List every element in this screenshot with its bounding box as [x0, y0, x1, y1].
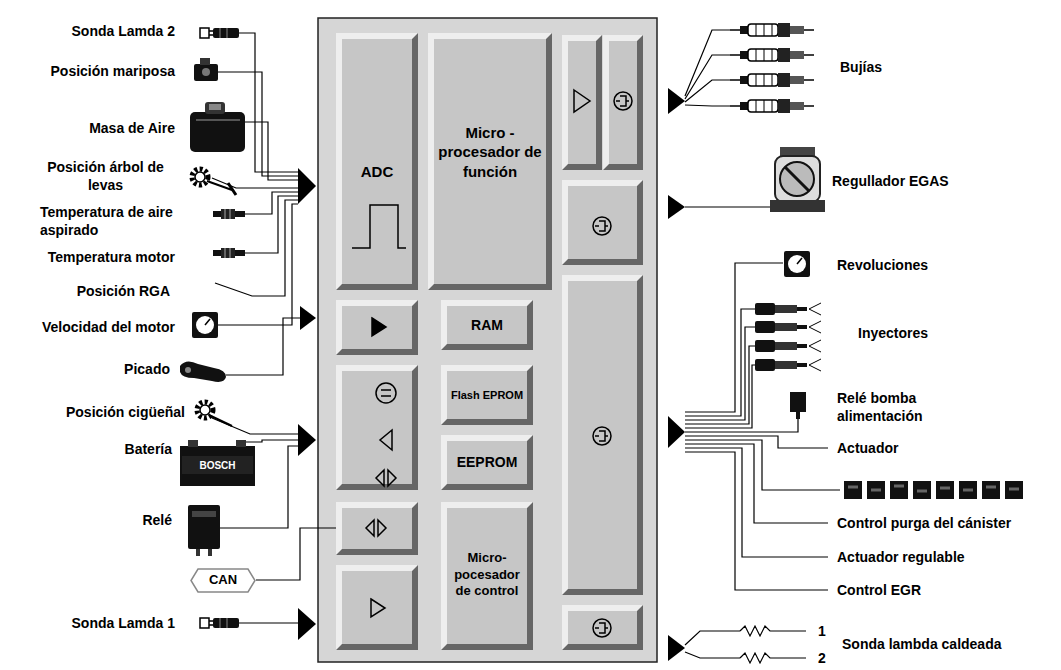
component-label: Velocidad del motor — [10, 318, 175, 336]
sensor-icons — [180, 28, 255, 628]
component-label: Posición árbol de levas — [38, 158, 173, 194]
input-arrows — [298, 168, 316, 640]
component-label: Posición cigüeñal — [10, 403, 185, 421]
block-label: Flash EPROM — [445, 388, 529, 402]
component-label: Temperatura de aire aspirado — [40, 203, 200, 239]
ecu-housing — [318, 18, 657, 662]
block-label: CAN — [194, 572, 252, 589]
block-text: CAN — [194, 572, 252, 589]
block-label: Micro- pocesador de control — [445, 550, 529, 601]
callout-number: 1 — [812, 622, 832, 640]
block-label: ADC — [340, 162, 414, 182]
component-label: Bujías — [840, 58, 1020, 76]
component-label: Sonda Lamda 2 — [20, 22, 175, 40]
component-label: Posición mariposa — [20, 62, 175, 80]
memory-block: EEPROM — [441, 435, 533, 490]
component-label: Control purga del cánister — [837, 514, 1052, 532]
block-text: RAM — [445, 316, 529, 334]
output-arrows — [668, 88, 685, 661]
component-label: Posición RGA — [20, 282, 170, 300]
component-label: Regullador EGAS — [832, 172, 1032, 190]
component-label: Relé bomba alimentación — [837, 389, 947, 425]
component-label: Temperatura motor — [20, 248, 175, 266]
component-label: Actuador regulable — [837, 548, 1037, 566]
block-label: Micro - procesador de función — [432, 123, 548, 182]
output-wires — [685, 30, 840, 663]
adc-block: ADC — [336, 33, 418, 290]
component-label: Revoluciones — [837, 256, 1037, 274]
block-text: EEPROM — [445, 453, 529, 471]
block-text: Micro - procesador de función — [432, 123, 548, 182]
block-label: EEPROM — [445, 453, 529, 471]
memory-block: RAM — [441, 300, 533, 350]
component-label: Actuador — [837, 439, 1037, 457]
block-label: RAM — [445, 316, 529, 334]
component-label: Control EGR — [837, 581, 1037, 599]
can-bus-shape: CAN — [190, 568, 256, 593]
component-label: Inyectores — [858, 324, 1038, 342]
brand-text: BOSCH — [182, 459, 253, 472]
block-text: Micro- pocesador de control — [445, 550, 529, 601]
component-label: Relé — [20, 511, 172, 529]
block-symbols — [352, 90, 632, 637]
component-label: Sonda Lamda 1 — [20, 614, 175, 632]
component-label: Batería — [20, 440, 172, 458]
component-label: Sonda lambda caldeada — [842, 635, 1052, 653]
processor-block: Micro- pocesador de control — [441, 502, 533, 650]
component-label: Picado — [20, 360, 170, 378]
processor-block: Micro - procesador de función — [428, 33, 552, 290]
memory-block: Flash EPROM — [441, 365, 533, 425]
block-text: Flash EPROM — [445, 388, 529, 402]
component-label: Masa de Aire — [20, 119, 175, 137]
bevel-blocks — [336, 33, 643, 650]
callout-number: 2 — [812, 649, 832, 667]
block-text: ADC — [340, 162, 414, 182]
